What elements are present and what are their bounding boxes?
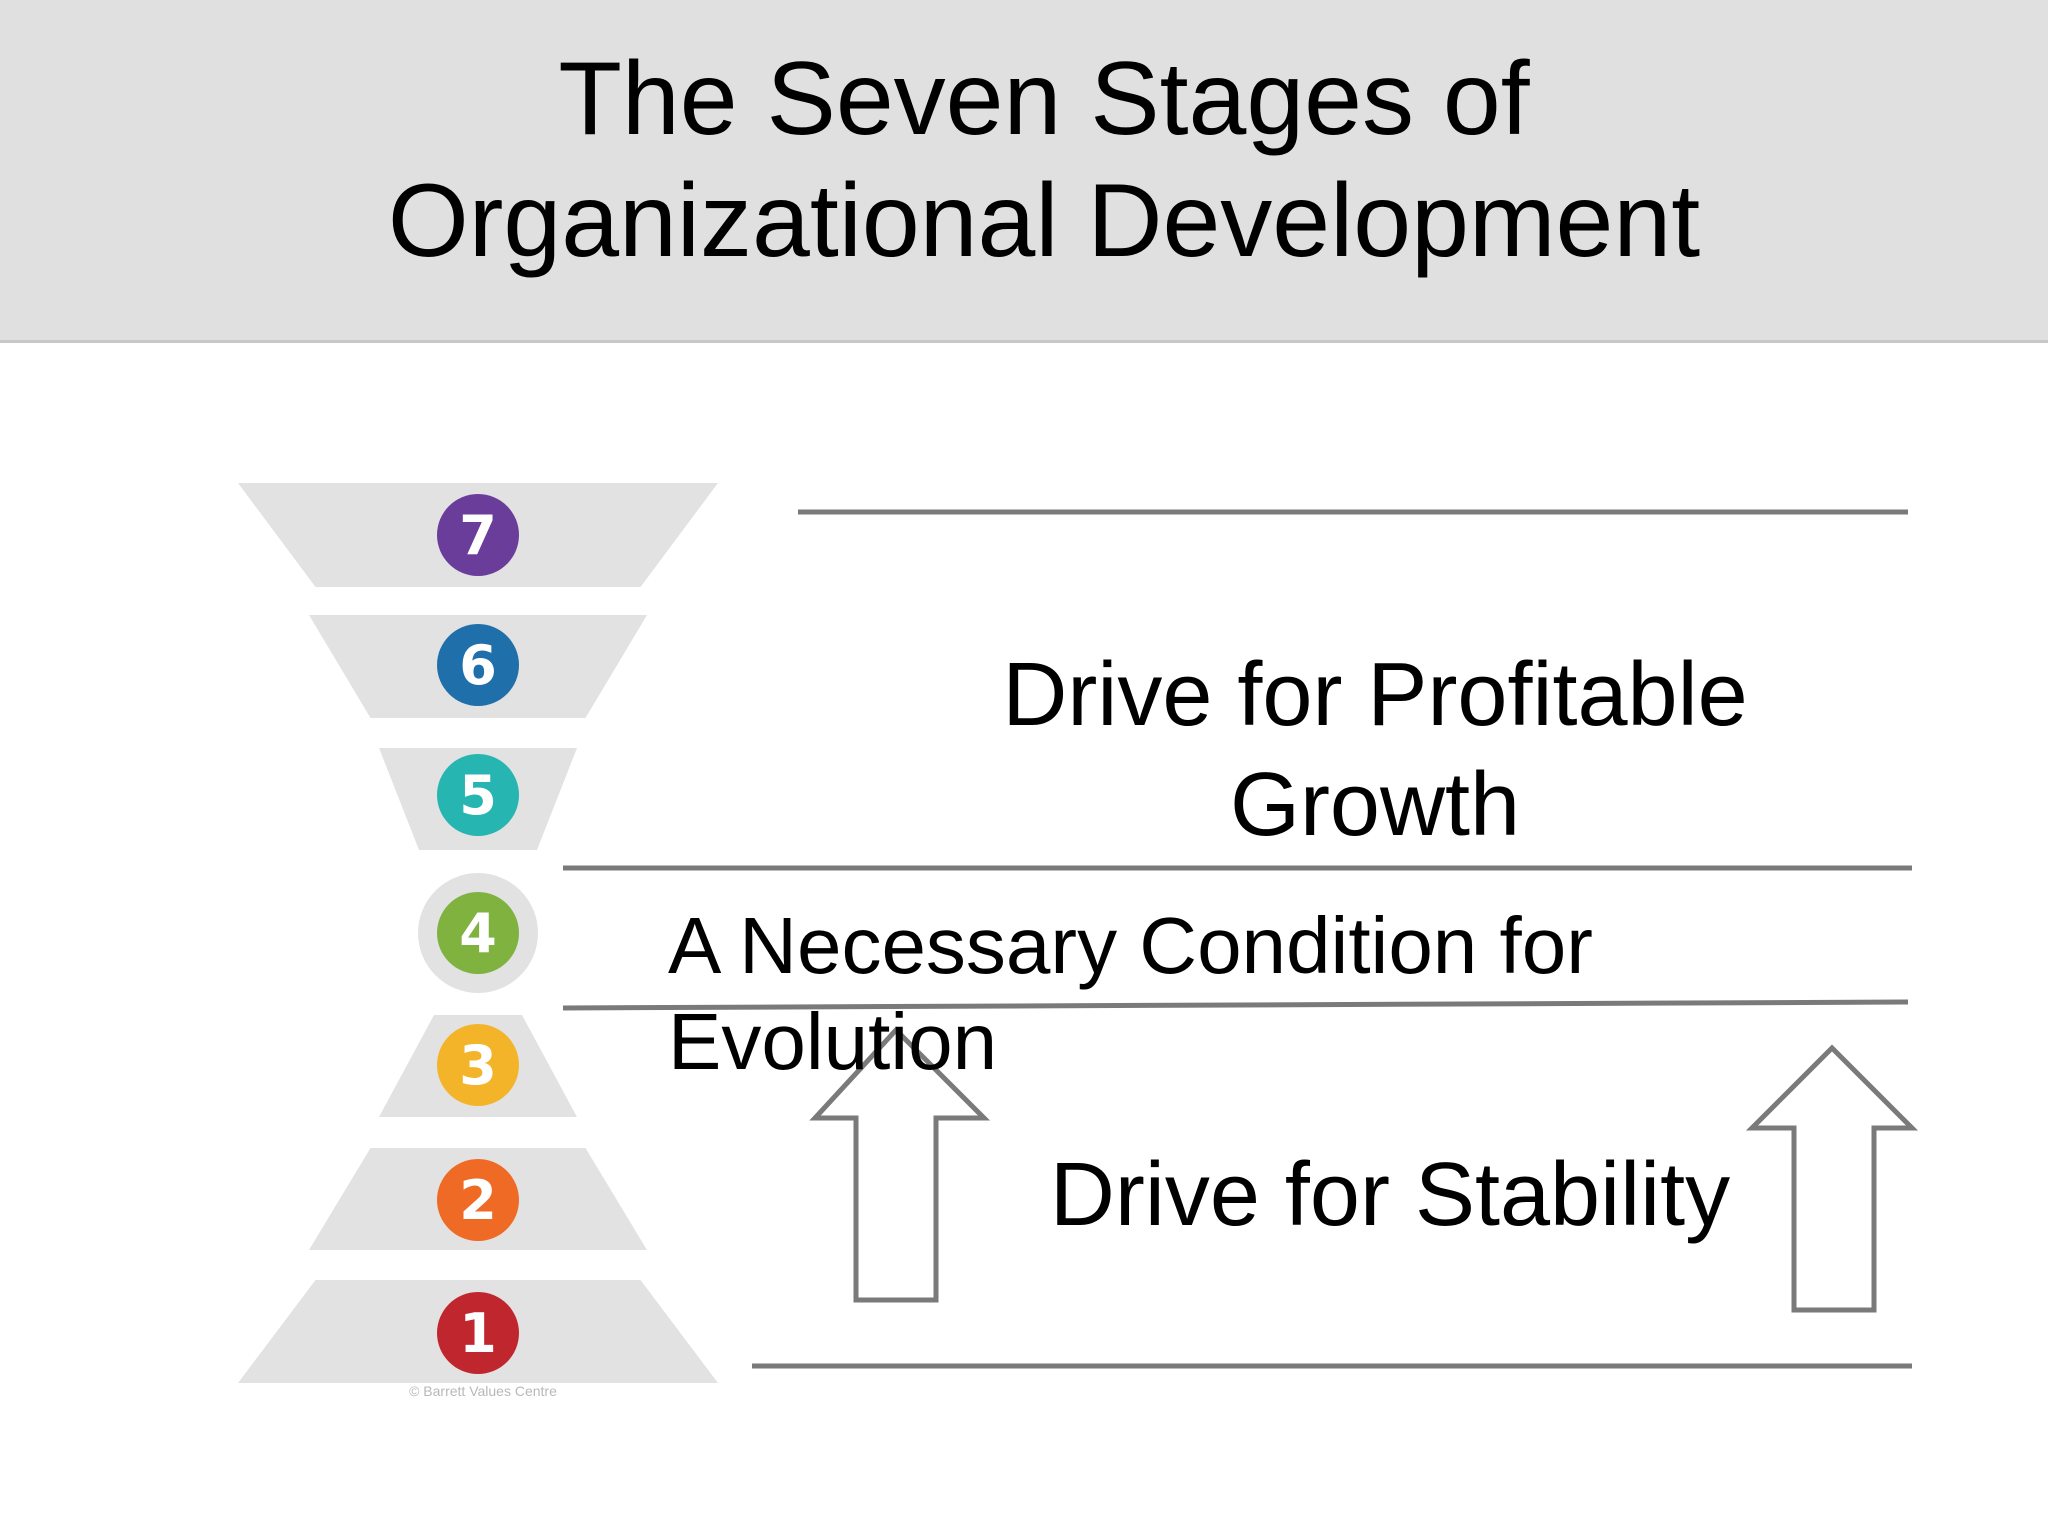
stage-4-number: 4 — [459, 902, 497, 965]
stage-3-number: 3 — [459, 1034, 497, 1097]
stage-2-badge — [437, 1159, 519, 1241]
up-arrow-left — [809, 1026, 991, 1303]
stage-7-number: 7 — [459, 504, 497, 567]
up-arrow-left-shape — [809, 1026, 991, 1303]
stage-5-number: 5 — [459, 764, 497, 827]
stage-2-number: 2 — [459, 1169, 497, 1232]
up-arrow-right-shape — [1745, 1044, 1919, 1313]
title-line-1: The Seven Stages of — [558, 41, 1530, 157]
stage-2: 2 — [309, 1148, 647, 1250]
necessary-condition-label: A Necessary Condition for Evolution — [668, 901, 1593, 1086]
stage-6-number: 6 — [459, 634, 497, 697]
divider-lines — [562, 509, 1912, 1369]
title-banner: The Seven Stages of Organizational Devel… — [0, 0, 2048, 343]
drive-for-profitable-growth-label: Drive for Profitable Growth — [1002, 645, 1748, 855]
pyramid-tiers: 7 6 5 4 3 2 1 — [238, 483, 718, 1383]
divider-lower-middle — [562, 999, 1909, 1011]
up-arrow-right — [1745, 1044, 1919, 1313]
stage-1-badge — [437, 1292, 519, 1374]
stage-1: 1 — [238, 1280, 718, 1383]
copyright-note: © Barrett Values Centre — [409, 1383, 557, 1399]
stage-6-badge — [437, 624, 519, 706]
stage-4-badge — [437, 892, 519, 974]
slide-title: The Seven Stages of Organizational Devel… — [0, 38, 2048, 282]
stage-7-badge — [437, 494, 519, 576]
stage-7: 7 — [238, 483, 718, 587]
stage-5-badge — [437, 754, 519, 836]
stage-3-badge — [437, 1024, 519, 1106]
drive-for-stability-label: Drive for Stability — [1049, 1145, 1731, 1245]
stage-1-number: 1 — [459, 1302, 497, 1365]
stage-6: 6 — [309, 615, 647, 718]
stage-5: 5 — [379, 748, 577, 850]
stage-3: 3 — [379, 1015, 577, 1117]
title-line-2: Organizational Development — [387, 163, 1701, 279]
stage-4: 4 — [418, 873, 538, 993]
